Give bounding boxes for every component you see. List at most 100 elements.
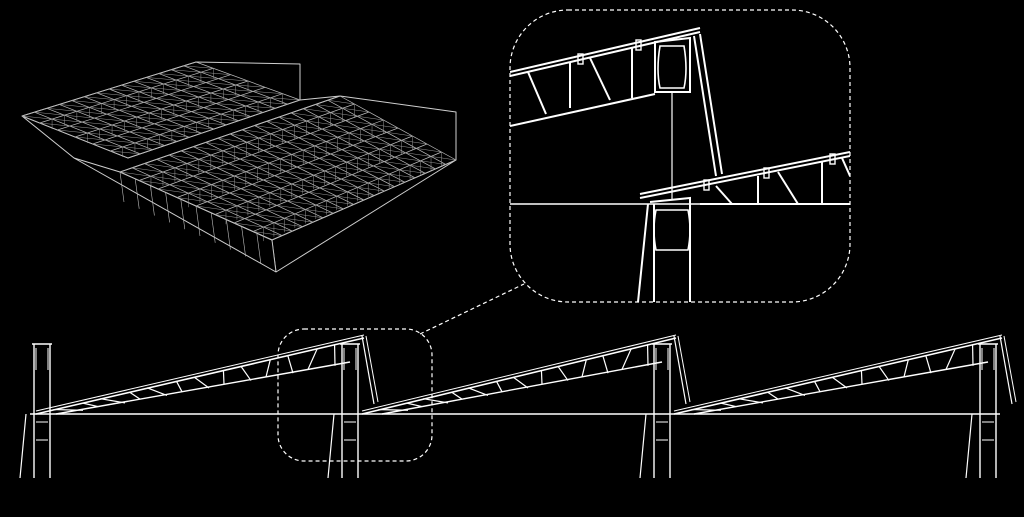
iso-lattice-diagonal	[169, 184, 200, 190]
iso-lattice-diagonal	[132, 167, 163, 173]
iso-lattice-diagonal	[171, 69, 201, 73]
iso-lattice-diagonal	[57, 129, 88, 134]
detail-callout	[509, 9, 851, 303]
iso-lattice-diagonal	[263, 226, 293, 232]
iso-lattice-diagonal	[303, 108, 331, 113]
iso-lattice-diagonal	[240, 95, 271, 99]
iso-lattice-diagonal	[305, 209, 334, 214]
iso-lattice-diagonal	[389, 173, 416, 179]
iso-lattice-diagonal	[46, 108, 77, 112]
section-clerestory-brace	[361, 335, 375, 405]
iso-lattice-diagonal	[333, 124, 361, 129]
iso-front-roof-plane	[119, 95, 457, 241]
iso-lattice-diagonal	[255, 213, 285, 219]
section-truss-web	[540, 370, 543, 385]
iso-lattice-web	[150, 185, 155, 216]
iso-lattice-diagonal	[240, 188, 270, 193]
iso-lattice-diagonal	[217, 137, 247, 143]
iso-lattice-diagonal	[150, 176, 182, 181]
iso-lattice-diagonal	[314, 145, 342, 150]
section-truss-web	[82, 402, 99, 408]
iso-lattice-diagonal	[34, 111, 65, 116]
section-truss-web	[784, 387, 806, 396]
iso-lattice-diagonal	[131, 106, 162, 110]
iso-lattice-diagonal	[162, 171, 194, 177]
iso-lattice-web	[119, 171, 125, 203]
iso-lattice-diagonal	[278, 116, 307, 122]
section-truss-web	[557, 365, 569, 381]
iso-lattice-diagonal	[89, 107, 120, 111]
iso-lattice-diagonal	[416, 148, 442, 153]
iso-lattice-diagonal	[270, 97, 301, 101]
section-truss-web	[146, 387, 168, 396]
section-elevation	[19, 328, 1017, 479]
section-truss-web	[222, 370, 225, 385]
iso-lattice-diagonal	[141, 127, 172, 131]
iso-lattice-diagonal	[193, 146, 223, 151]
iso-lattice-diagonal	[211, 184, 241, 189]
iso-lattice-diagonal	[193, 86, 224, 90]
iso-lattice-web	[226, 219, 231, 250]
iso-lattice-diagonal	[176, 79, 206, 83]
iso-lattice-diagonal	[315, 104, 343, 109]
iso-lattice-web	[180, 199, 186, 230]
iso-lattice-diagonal	[84, 96, 115, 100]
section-truss-top-chord	[361, 337, 677, 415]
section-truss-web	[467, 387, 489, 396]
section-column-brace	[19, 413, 27, 479]
iso-lattice-diagonal	[401, 140, 428, 145]
iso-lattice-diagonal	[64, 114, 95, 119]
section-clerestory-brace	[677, 335, 691, 403]
iso-lattice-diagonal	[184, 126, 215, 130]
section-truss-web	[176, 381, 183, 392]
iso-lattice-diagonal	[298, 137, 327, 142]
iso-lattice-diagonal	[191, 111, 222, 115]
section-truss-web	[307, 348, 318, 370]
iso-lattice-diagonal	[87, 132, 118, 137]
iso-lattice-diagonal	[309, 192, 337, 197]
iso-lattice-diagonal	[214, 214, 245, 219]
iso-lattice-diagonal	[229, 133, 259, 139]
iso-lattice-diagonal	[205, 142, 235, 147]
section-truss-bottom-chord	[381, 361, 663, 415]
iso-lattice-web	[241, 226, 246, 257]
iso-lattice-diagonal	[21, 115, 53, 120]
iso-lattice-diagonal	[108, 88, 139, 93]
iso-lattice-diagonal	[193, 175, 223, 181]
iso-lattice-diagonal	[324, 170, 352, 175]
iso-lattice-diagonal	[82, 121, 113, 126]
iso-lattice-diagonal	[235, 84, 266, 88]
section-truss-web	[423, 398, 449, 404]
iso-lattice-diagonal	[207, 201, 237, 207]
iso-lattice-diagonal	[263, 150, 292, 155]
iso-lattice-diagonal	[327, 99, 355, 105]
section-truss-top-chord	[673, 337, 1003, 415]
section-bays	[19, 334, 1017, 479]
iso-lattice-diagonal	[254, 125, 283, 130]
iso-lattice-web	[256, 233, 262, 264]
iso-lattice-diagonal	[252, 184, 281, 189]
iso-lattice-diagonal	[234, 175, 264, 181]
iso-lattice-diagonal	[158, 73, 189, 77]
iso-lattice-diagonal	[218, 197, 248, 202]
iso-lattice-diagonal	[166, 119, 197, 123]
iso-lattice-diagonal	[114, 99, 145, 103]
section-clerestory-brace	[1003, 335, 1017, 403]
iso-lattice-diagonal	[247, 201, 277, 206]
iso-lattice-diagonal	[94, 117, 125, 122]
iso-lattice-diagonal	[161, 108, 192, 112]
iso-lattice-diagonal	[273, 222, 303, 227]
iso-lattice-diagonal	[294, 213, 324, 219]
iso-lattice-web	[195, 205, 201, 237]
section-truss-top-chord	[35, 334, 365, 412]
iso-lattice-diagonal	[257, 167, 286, 172]
iso-lattice-diagonal	[181, 150, 211, 156]
iso-lattice-diagonal	[181, 180, 212, 185]
iso-lattice-diagonal	[318, 116, 346, 121]
iso-lattice-diagonal	[351, 174, 379, 179]
iso-lattice-diagonal	[99, 128, 130, 133]
iso-lattice-diagonal	[357, 116, 384, 121]
section-truss-web	[720, 402, 737, 408]
section-truss-top-chord	[673, 334, 1003, 412]
iso-lattice-diagonal	[405, 152, 432, 157]
